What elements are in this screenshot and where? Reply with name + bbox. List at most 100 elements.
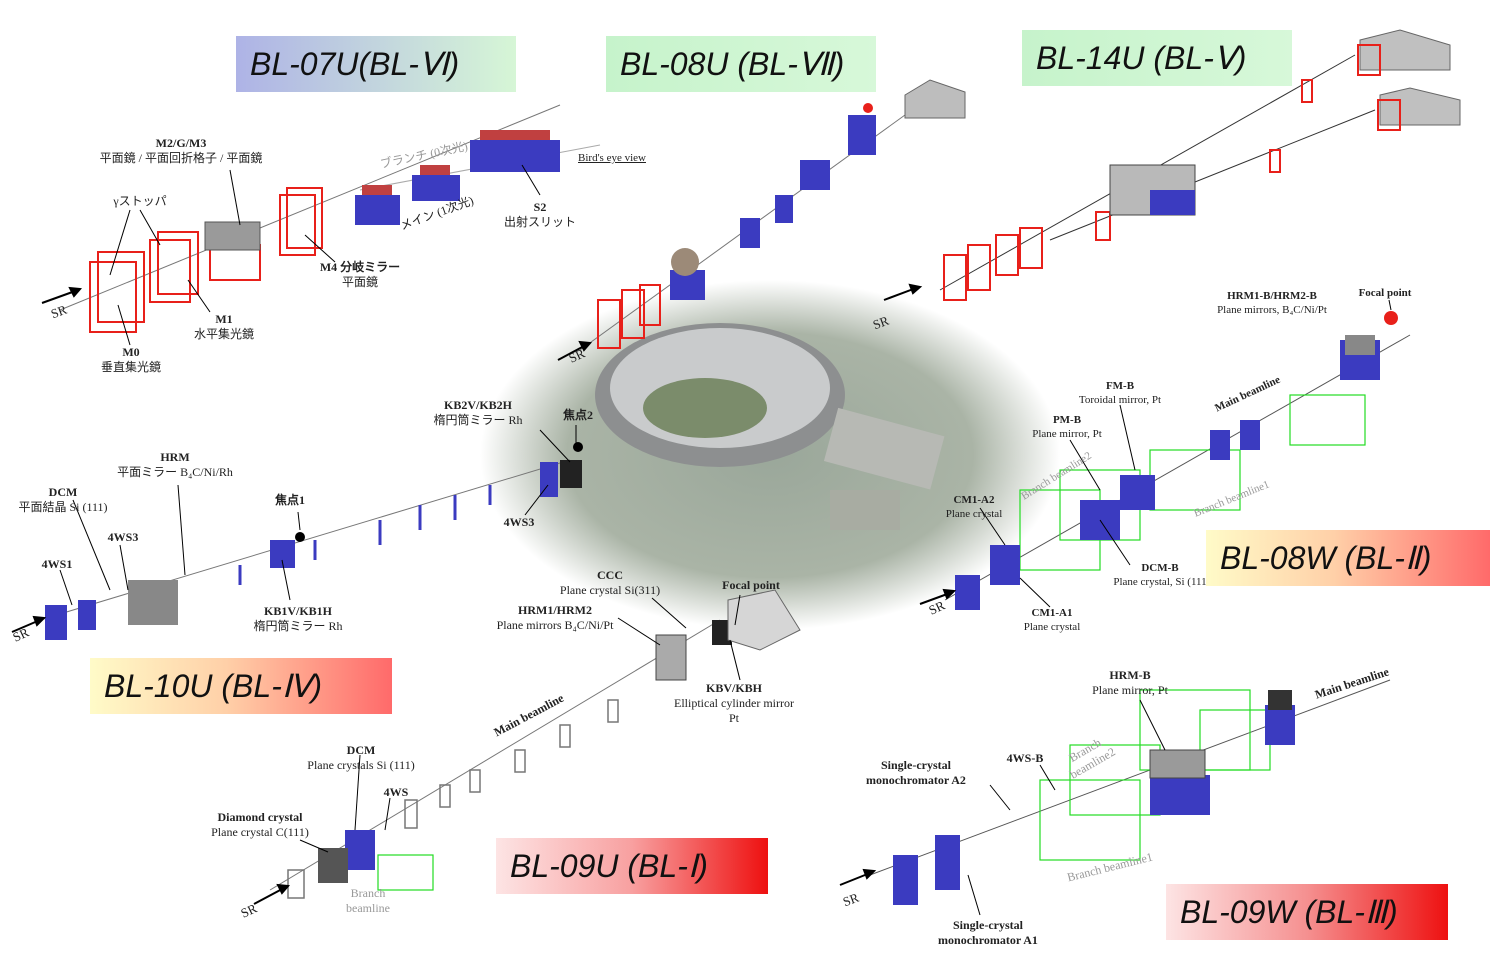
bl10u-focus2-label: 焦点2: [562, 408, 593, 422]
bl08w-cm1a2-name: CM1-A2: [953, 494, 995, 506]
bl07u-s2-desc: 出射スリット: [503, 215, 576, 229]
bl08w-pmb-desc: Plane mirror, Pt: [1032, 427, 1102, 440]
bl08w-focal-label: Focal point: [1358, 287, 1412, 299]
bl08w-dcmb-label: DCM-B Plane crystal, Si (111: [1112, 562, 1208, 590]
aerial-view: [480, 280, 1060, 630]
bl09w-a2-name: Single-crystal: [881, 758, 951, 772]
bl09u-dcm-desc: Plane crystals Si (111): [307, 758, 415, 772]
bl08w-fmb-name: FM-B: [1105, 380, 1135, 392]
bl07u-s2-name: S2: [533, 200, 547, 214]
bl08u-title: BL-08U (BL-Ⅶ): [620, 46, 845, 82]
bl09u-beamline: [269, 589, 801, 899]
bl07u-m0-label: M0 垂直集光鏡: [96, 345, 166, 375]
bl07u-beamline: [59, 104, 601, 333]
bl08w-hrm1b-name: HRM1-B/HRM2-B: [1227, 290, 1317, 302]
bl08w-cm1a1-name: CM1-A1: [1031, 607, 1073, 619]
bl07u-m4-label: M4 分岐ミラー 平面鏡: [310, 260, 410, 290]
bl09w-hrmb-name: HRM-B: [1109, 668, 1151, 682]
bl08w-cm1a1-label: CM1-A1 Plane crystal: [1016, 607, 1088, 635]
bl10u-4ws3-label: 4WS3: [503, 515, 535, 529]
bl09u-title-bg: [496, 838, 768, 894]
bl07u-birds-eye-label: Bird's eye view: [578, 152, 646, 164]
bl09w-a2-label: Single-crystal monochromator A2: [858, 758, 974, 788]
bl10u-kb1-label: KB1V/KB1H 楕円筒ミラー Rh: [238, 604, 358, 634]
bl09u-ccc-name: CCC: [597, 568, 623, 582]
bl09u-diamond-desc: Plane crystal C(111): [211, 825, 309, 839]
bl09u-dcm-label: DCM Plane crystals Si (111): [296, 743, 426, 773]
bl07u-m4-name: M4 分岐ミラー: [319, 260, 401, 274]
bl09u-focal-label: Focal point: [722, 578, 780, 592]
bl10u-hrm-label: HRM 平面ミラー B₄C/Ni/Rh: [100, 450, 250, 480]
bl10u-kb2-label: KB2V/KB2H 楕円筒ミラー Rh: [418, 398, 538, 428]
bl09u-ccc-label: CCC Plane crystal Si(311): [550, 568, 670, 598]
bl14u-title-bg: [1022, 30, 1292, 86]
bl08w-fmb-label: FM-B Toroidal mirror, Pt: [1070, 380, 1170, 408]
bl09u-kbv-desc2: Pt: [728, 711, 739, 725]
bl14u-title: BL-14U (BL-Ⅴ): [1036, 40, 1247, 76]
bl09w-a2-desc: monochromator A2: [866, 773, 966, 787]
bl07u-title: BL-07U(BL-Ⅵ): [250, 46, 460, 82]
bl09u-kbv-label: KBV/KBH Elliptical cylinder mirror Pt: [664, 681, 804, 726]
bl08w-title-bg: [1206, 530, 1490, 586]
bl08w-beamline: [944, 311, 1411, 610]
bl09u-diamond-name: Diamond crystal: [217, 810, 303, 824]
bl10u-dcm-desc: 平面結晶 Si (111): [18, 500, 108, 514]
bl08w-dcmb-desc: Plane crystal, Si (111: [1113, 575, 1207, 588]
bl08w-cm1a2-desc: Plane crystal: [945, 507, 1003, 520]
bl10u-title-bg: [90, 658, 392, 714]
bl09w-a1-label: Single-crystal monochromator A1: [930, 918, 1046, 948]
bl09u-ccc-desc: Plane crystal Si(311): [559, 583, 661, 597]
bl08w-dcmb-name: DCM-B: [1141, 562, 1179, 574]
bl07u-m1-label: M1 水平集光鏡: [184, 312, 264, 342]
bl10u-focus1-label: 焦点1: [274, 493, 305, 507]
bl10u-4ws1-label: 4WS1: [41, 557, 73, 571]
bl09w-beamline: [869, 679, 1391, 905]
bl08u-title-bg: [606, 36, 876, 92]
leader-lines: [59, 164, 1392, 916]
bl09w-a1-desc: monochromator A1: [938, 933, 1038, 947]
bl09u-title: BL-09U (BL-Ⅰ): [510, 848, 708, 884]
bl08w-pmb-name: PM-B: [1052, 414, 1082, 426]
bl10u-hrm-name: HRM: [160, 450, 190, 464]
bl09u-kbv-name: KBV/KBH: [705, 681, 762, 695]
bl07u-title-bg: [236, 36, 516, 92]
bl10u-4ws3b-label: 4WS3: [107, 530, 139, 544]
bl10u-beamline: [39, 442, 583, 640]
bl09w-a1-name: Single-crystal: [953, 918, 1023, 932]
bl10u-kb1-desc: 楕円筒ミラー Rh: [253, 619, 343, 633]
bl07u-s2-label: S2 出射スリット: [500, 200, 580, 230]
bl09w-title: BL-09W (BL-Ⅲ): [1180, 894, 1398, 930]
bl07u-m2-name: M2/G/M3: [155, 136, 207, 150]
bl07u-m2-label: M2/G/M3 平面鏡 / 平面回折格子 / 平面鏡: [96, 136, 266, 166]
bl09u-branch-line1: Branch: [350, 886, 386, 900]
bl07u-m1-desc: 水平集光鏡: [193, 327, 254, 341]
bl08w-hrm1b-label: HRM1-B/HRM2-B Plane mirrors, B₄C/Ni/Pt: [1212, 290, 1332, 318]
bl07u-m2-desc: 平面鏡 / 平面回折格子 / 平面鏡: [99, 151, 263, 165]
bl09w-hrmb-label: HRM-B Plane mirror, Pt: [1080, 668, 1180, 698]
bl10u-kb2-name: KB2V/KB2H: [443, 398, 512, 412]
bl10u-dcm-name: DCM: [48, 485, 78, 499]
bl09w-title-bg: [1166, 884, 1448, 940]
bl09u-hrm-label: HRM1/HRM2 Plane mirrors B₄C/Ni/Pt: [488, 603, 622, 633]
bl10u-title: BL-10U (BL-Ⅳ): [104, 668, 323, 704]
bl08w-title: BL-08W (BL-Ⅱ): [1220, 540, 1432, 576]
bl07u-m0-desc: 垂直集光鏡: [100, 360, 161, 374]
bl09w-hrmb-desc: Plane mirror, Pt: [1092, 683, 1168, 697]
bl09u-diamond-label: Diamond crystal Plane crystal C(111): [198, 810, 322, 840]
bl09w-4ws-label: 4WS-B: [1006, 751, 1044, 765]
bl09u-kbv-desc1: Elliptical cylinder mirror: [674, 696, 794, 710]
bl10u-hrm-desc: 平面ミラー B₄C/Ni/Rh: [117, 465, 233, 479]
bl09u-branch-label: Branch beamline: [338, 886, 398, 916]
bl14u-beamline: [939, 29, 1461, 301]
bl07u-m4-desc: 平面鏡: [341, 275, 378, 289]
bl08w-fmb-desc: Toroidal mirror, Pt: [1078, 393, 1162, 406]
sr-arrows: [11, 283, 957, 905]
bl08w-hrm1b-desc: Plane mirrors, B₄C/Ni/Pt: [1217, 303, 1327, 316]
bl07u-m1-name: M1: [215, 312, 233, 326]
bl10u-dcm-label: DCM 平面結晶 Si (111): [8, 485, 118, 515]
bl08w-pmb-label: PM-B Plane mirror, Pt: [1026, 414, 1108, 442]
bl10u-kb2-desc: 楕円筒ミラー Rh: [433, 413, 523, 427]
bl09u-4ws-label: 4WS: [383, 785, 409, 799]
bl10u-kb1-name: KB1V/KB1H: [263, 604, 332, 618]
